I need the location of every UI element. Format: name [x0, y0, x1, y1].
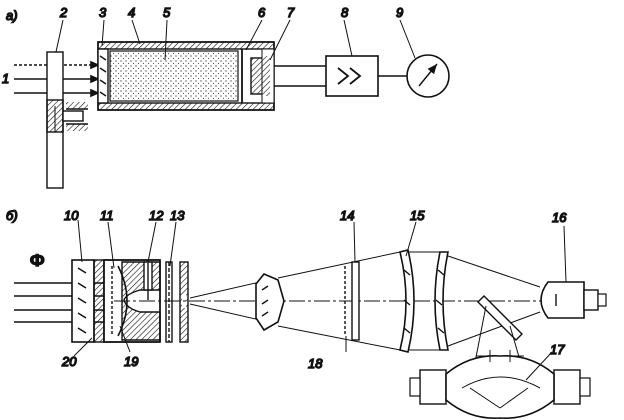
label-9: 9 — [396, 5, 403, 20]
label-8: 8 — [341, 5, 349, 20]
panel-a-label: а) — [6, 8, 18, 23]
lens-group — [399, 249, 449, 353]
label-20: 20 — [61, 354, 77, 369]
amplifier — [325, 55, 379, 97]
label-4: 4 — [128, 5, 135, 20]
modulator-disk — [46, 51, 88, 189]
label-10: 10 — [64, 208, 79, 223]
label-12: 12 — [149, 208, 164, 223]
label-phi: Ф — [30, 251, 45, 270]
panel-b-label: б) — [6, 208, 18, 223]
lamp-icon — [540, 281, 607, 319]
mirror — [477, 295, 523, 341]
label-6: 6 — [258, 5, 266, 20]
filter-plate — [344, 261, 360, 341]
label-14: 14 — [340, 208, 354, 223]
entrance-window — [71, 259, 105, 343]
light-cone — [189, 251, 401, 351]
label-16: 16 — [552, 210, 567, 225]
label-17: 17 — [550, 342, 565, 357]
grid-plates — [165, 261, 189, 343]
label-13: 13 — [170, 208, 185, 223]
gas-chamber — [103, 259, 161, 343]
label-3: 3 — [99, 5, 107, 20]
label-5: 5 — [163, 5, 171, 20]
leaders-a — [55, 19, 416, 61]
meter-icon — [406, 54, 450, 98]
label-7: 7 — [287, 5, 295, 20]
label-11: 11 — [100, 208, 114, 223]
label-1: 1 — [2, 71, 9, 86]
tube-lamp — [409, 350, 591, 419]
label-18: 18 — [308, 356, 323, 371]
leaders-b — [73, 219, 567, 381]
condenser-lens — [255, 273, 285, 332]
panel-b — [14, 219, 607, 419]
panel-a — [14, 19, 450, 189]
label-19: 19 — [124, 354, 138, 369]
detector-cell — [97, 41, 275, 111]
label-2: 2 — [59, 5, 68, 20]
label-15: 15 — [410, 208, 425, 223]
